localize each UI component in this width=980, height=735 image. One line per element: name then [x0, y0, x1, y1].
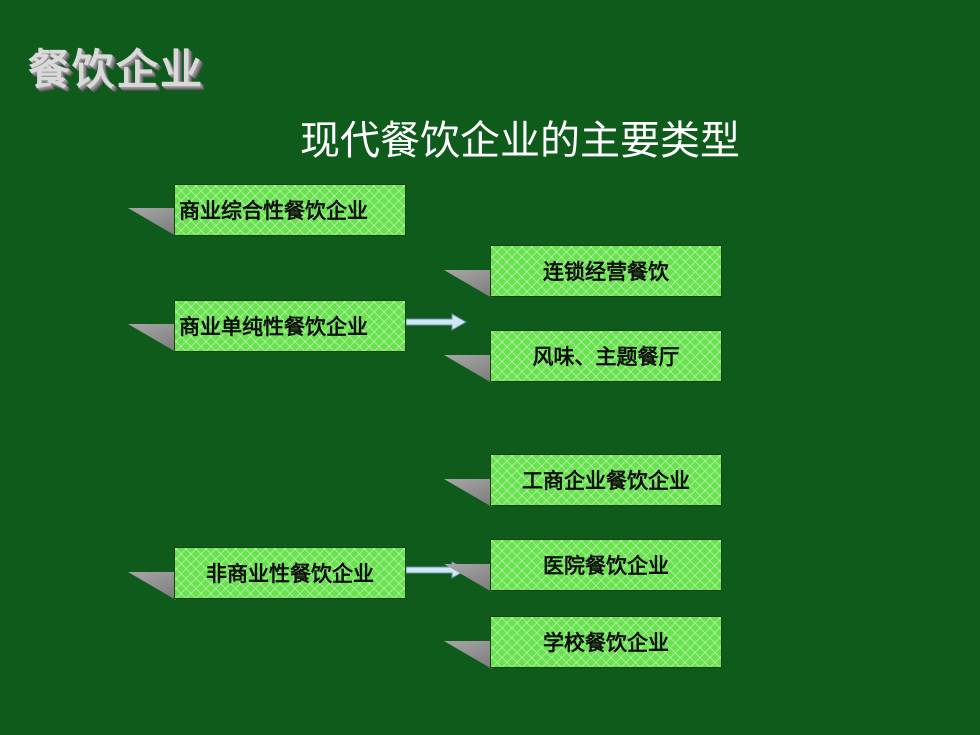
box-label: 工商企业餐饮企业 — [522, 469, 690, 493]
box-chain: 连锁经营餐饮 — [490, 245, 722, 297]
box-label: 医院餐饮企业 — [543, 554, 669, 578]
box-shadow — [128, 572, 176, 600]
box-shadow — [444, 270, 492, 298]
slide-title: 现代餐饮企业的主要类型 — [300, 118, 740, 164]
box-commercial-single: 商业单纯性餐饮企业 — [174, 300, 406, 352]
box-shadow — [444, 641, 492, 669]
box-industrial: 工商企业餐饮企业 — [490, 454, 722, 506]
box-non-commercial: 非商业性餐饮企业 — [174, 547, 406, 599]
right-arrow-icon — [406, 313, 468, 331]
box-label: 风味、主题餐厅 — [532, 345, 680, 369]
box-school: 学校餐饮企业 — [490, 616, 722, 668]
box-shadow — [128, 324, 176, 352]
box-label: 连锁经营餐饮 — [543, 260, 669, 284]
box-themed: 风味、主题餐厅 — [490, 330, 722, 382]
box-shadow — [444, 479, 492, 507]
box-label: 商业单纯性餐饮企业 — [179, 315, 368, 339]
box-shadow — [128, 208, 176, 236]
logo-text: 餐饮企业 — [28, 45, 205, 94]
box-label: 非商业性餐饮企业 — [206, 562, 374, 586]
box-shadow — [444, 355, 492, 383]
box-commercial-comprehensive: 商业综合性餐饮企业 — [174, 184, 406, 236]
box-hospital: 医院餐饮企业 — [490, 539, 722, 591]
box-label: 学校餐饮企业 — [543, 631, 669, 655]
box-label: 商业综合性餐饮企业 — [179, 199, 368, 223]
